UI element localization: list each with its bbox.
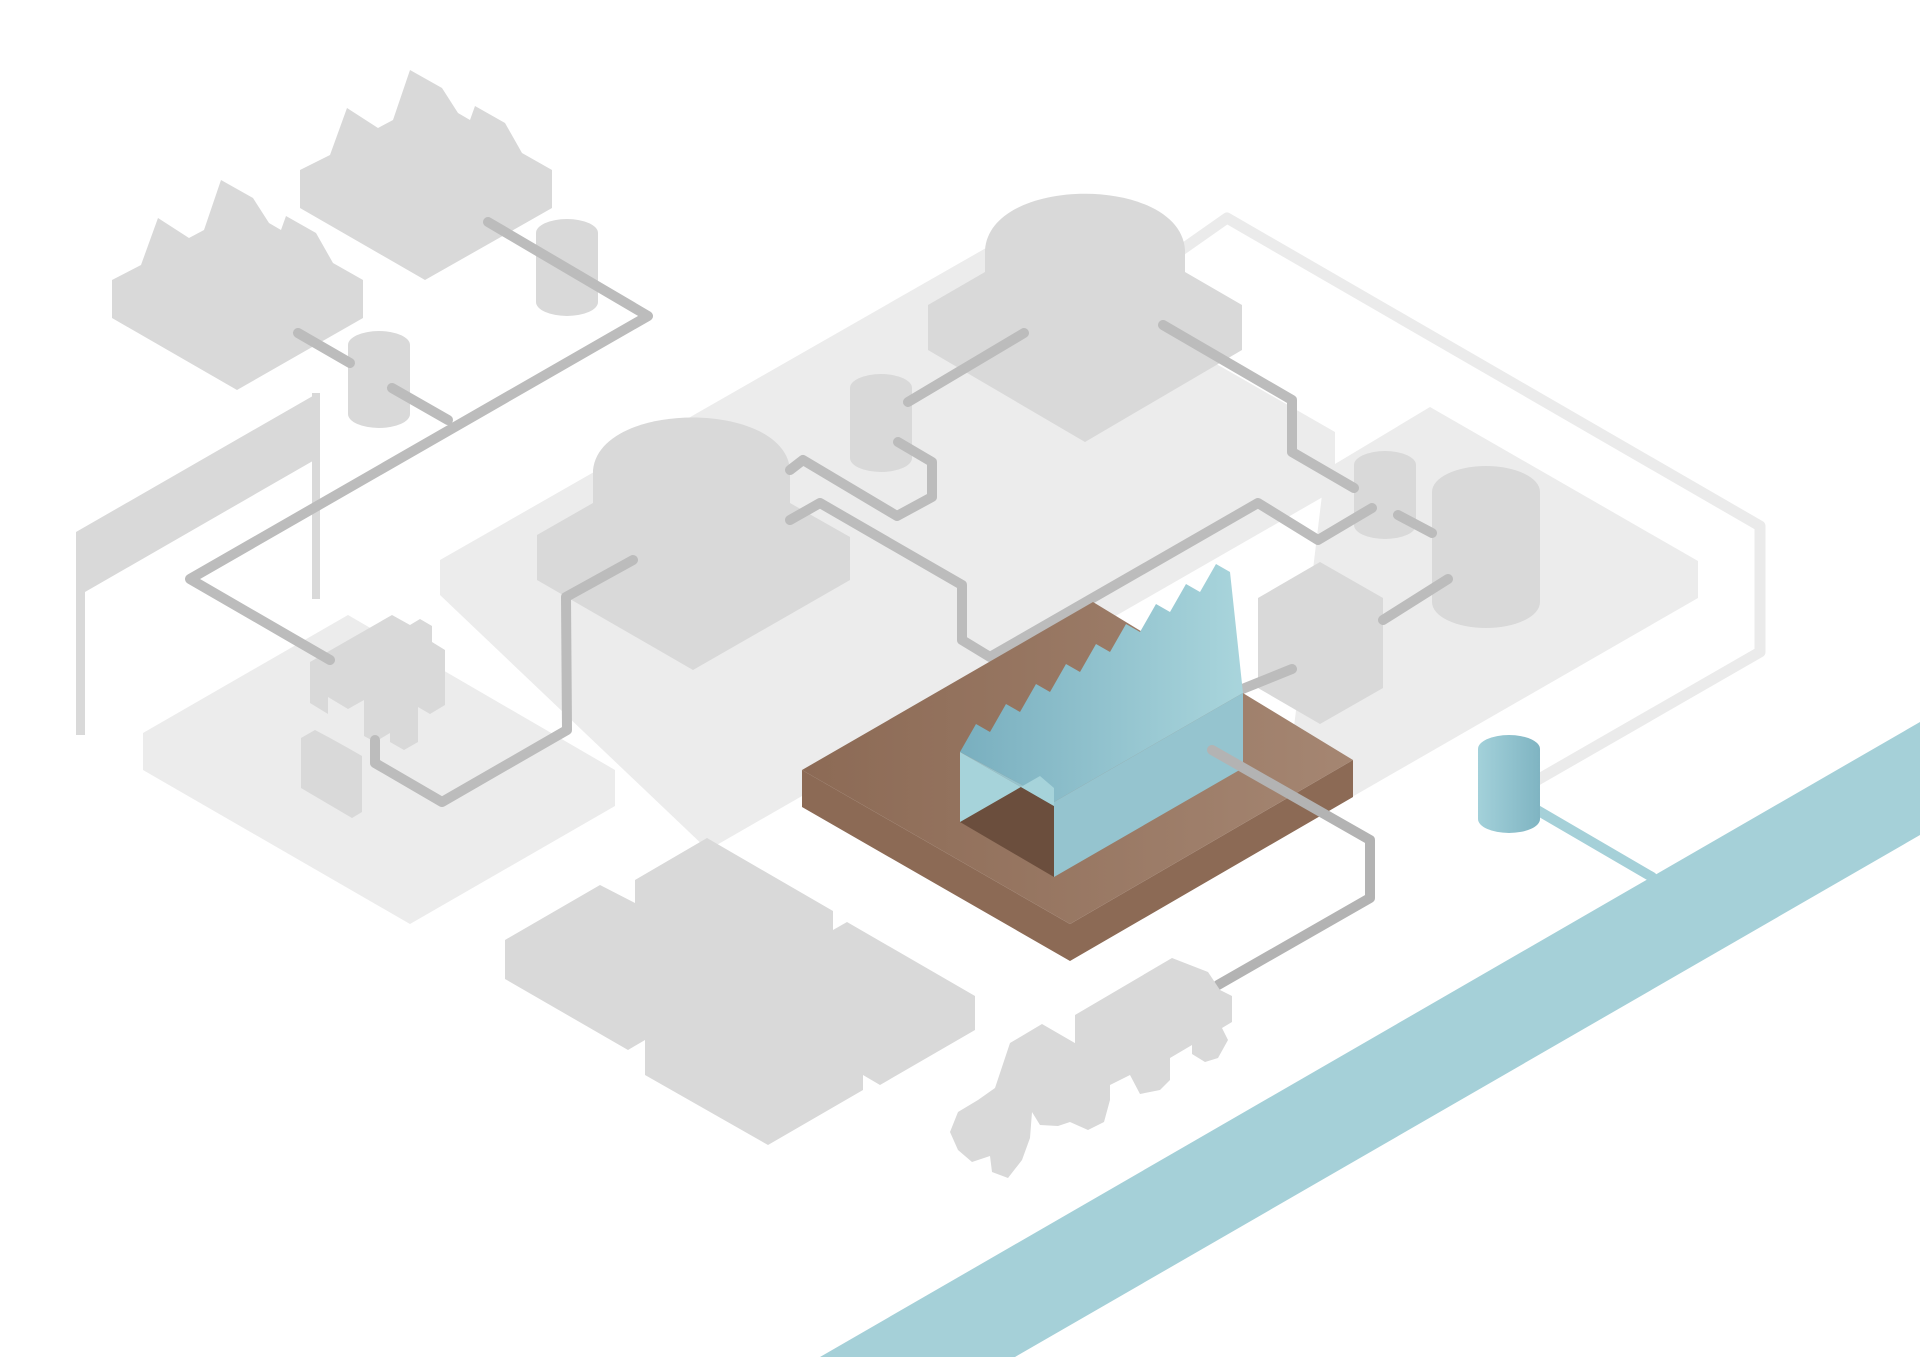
pipe-center-zigzag (785, 437, 937, 521)
pipe-tank2-to-loop (387, 383, 453, 425)
domed-plant-center (537, 417, 850, 670)
factory-1 (300, 70, 552, 280)
building-left-face (960, 752, 1054, 822)
highlighted-facility (802, 564, 1375, 990)
sawtooth-roof (960, 564, 1243, 802)
pipe-top-to-right (1158, 320, 1359, 493)
tank-small-4 (1354, 451, 1416, 539)
pipe-tank4-to-large (1393, 510, 1437, 538)
pipe-machinery-to-center (370, 555, 638, 807)
river (820, 722, 1920, 1357)
pipe-center-to-highlight (785, 498, 1377, 662)
tank-large (1432, 466, 1540, 628)
warehouses (505, 838, 975, 1145)
machinery-block (301, 615, 445, 818)
pipe-hex-to-large (1378, 574, 1453, 625)
building-face (960, 693, 1243, 877)
pipe-tank3-to-top (903, 328, 1029, 407)
pipe-tank-to-river (1520, 798, 1657, 882)
outer-pipe-loop (1164, 212, 1766, 796)
pipe-highlight-to-tractors (1207, 745, 1375, 990)
pipe-top-left-loop (185, 217, 653, 665)
pipe-factory2-to-tank (293, 328, 355, 368)
tank-small-2 (348, 331, 410, 428)
domed-plant-top (928, 193, 1242, 442)
pipelines (185, 217, 1453, 807)
tractors (950, 958, 1232, 1178)
tank-small-3 (850, 374, 912, 472)
river-intake (1478, 735, 1657, 882)
building-front-shade (960, 776, 1054, 877)
plot-side (802, 760, 1353, 961)
tank-blue (1478, 735, 1540, 833)
hex-building (1258, 562, 1383, 724)
left-wall (76, 393, 320, 735)
